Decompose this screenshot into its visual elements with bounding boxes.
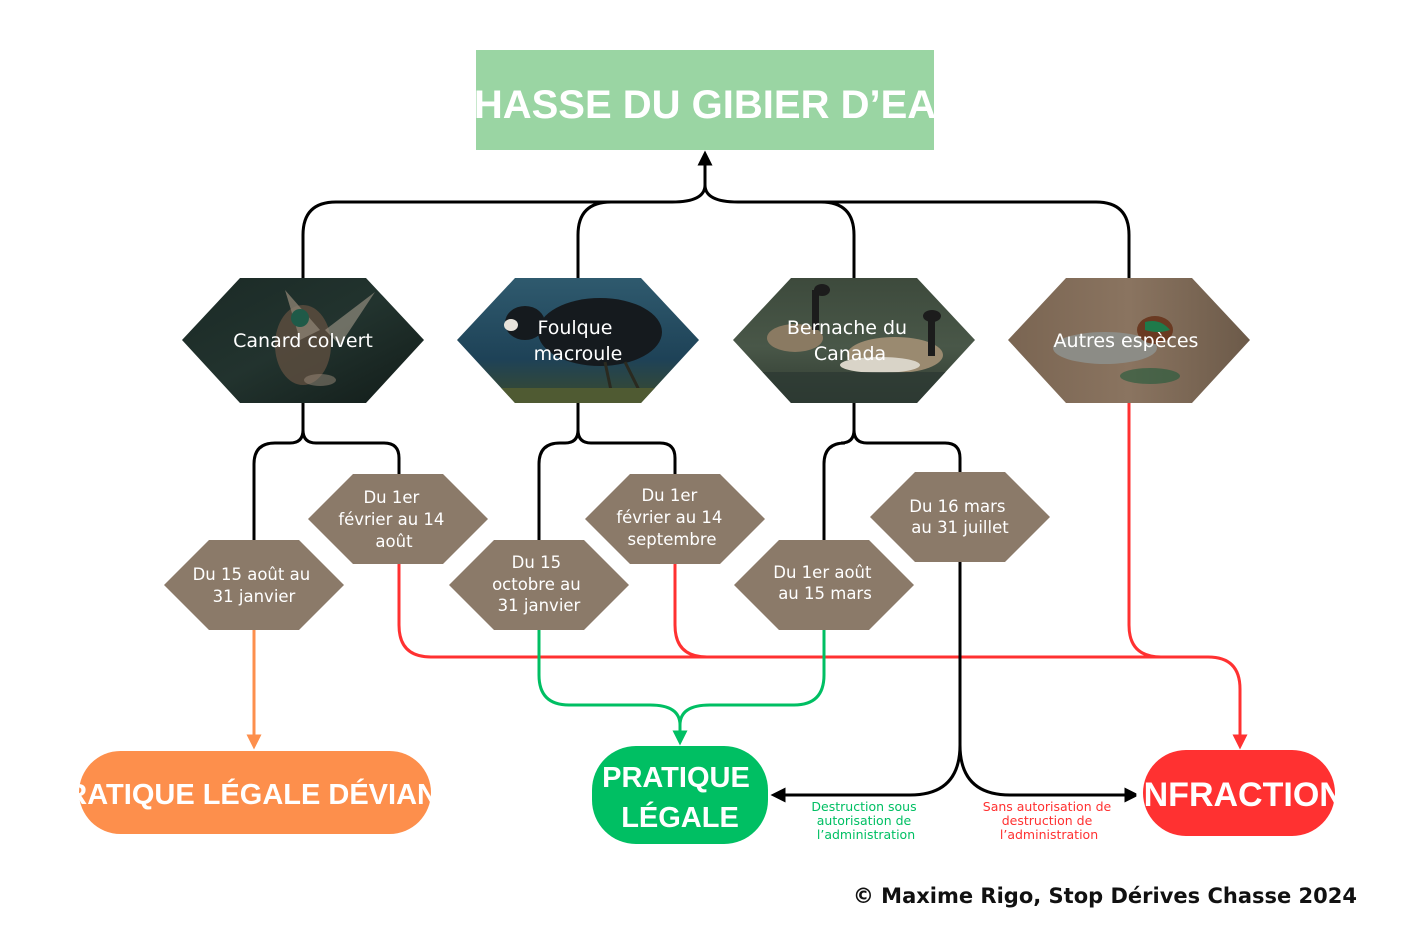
period-foulque-open-line-2: octobre au: [492, 575, 581, 594]
species-bernache-label: Bernache du Canada: [787, 317, 913, 365]
period-bernache-open-shape: [734, 540, 914, 630]
title-banner: CHASSE DU GIBIER D’EAU: [445, 50, 965, 150]
period-foulque-closed-shape: [585, 474, 765, 564]
connector-colvert-split: [252, 403, 305, 540]
connector-bernache-legal: [678, 630, 826, 726]
note-with-authorization-line-1: Destruction sous: [811, 799, 916, 814]
species-foulque-line-1: Foulque: [537, 317, 612, 339]
period-colvert-open-shape: [164, 540, 344, 630]
outcome-infraction: INFRACTION: [1134, 750, 1344, 836]
species-foulque: [457, 278, 699, 403]
connector-bernache-closed-infraction: [958, 744, 1140, 803]
note-without-authorization-line-1: Sans autorisation de: [983, 799, 1112, 814]
outcome-legal-shape: [592, 746, 768, 844]
outcome-infraction-label: INFRACTION: [1134, 776, 1344, 814]
outcome-legal-line-2: LÉGALE: [621, 800, 739, 834]
period-colvert-open-label: Du 15 août au 31 janvier: [193, 565, 316, 606]
connector-bernache-title: [703, 184, 856, 278]
period-colvert-closed-label: Du 1er février au 14 août: [338, 488, 449, 551]
goose-photo-icon: [733, 278, 975, 403]
species-colvert-label: Canard colvert: [233, 330, 373, 352]
period-hexagons: [164, 472, 1050, 630]
species-bernache-line-1: Bernache du: [787, 317, 907, 339]
connector-foulque-split: [537, 403, 580, 540]
species-bernache-line-2: Canada: [814, 343, 886, 365]
mallard-photo-icon: [182, 278, 424, 403]
note-with-authorization: Destruction sous autorisation de l’admin…: [811, 799, 920, 842]
coot-photo-icon: [457, 278, 699, 403]
period-foulque-open-line-3: 31 janvier: [498, 596, 581, 615]
note-with-authorization-line-2: autorisation de: [817, 813, 912, 828]
connectors-top: [301, 150, 1131, 278]
connector-foulque-infraction: [673, 564, 708, 659]
outcome-legal-line-1: PRATIQUE: [602, 762, 750, 794]
connector-autres-infraction: [1127, 403, 1162, 659]
species-autres-line-1: Autres espèces: [1054, 330, 1199, 352]
period-bernache-open-line-1: Du 1er août: [773, 563, 872, 582]
connector-autres-title: [738, 200, 1131, 278]
outcome-infraction-shape: [1143, 750, 1335, 836]
period-bernache-open-label: Du 1er août au 15 mars: [773, 563, 876, 603]
species-foulque-line-2: macroule: [534, 343, 623, 365]
period-foulque-closed-line-3: septembre: [628, 530, 717, 549]
connectors-outcomes: [246, 403, 1248, 803]
connectors-species-periods: [252, 403, 962, 540]
connector-foulque-title: [576, 200, 672, 278]
title-banner-fill: [476, 50, 934, 150]
outcome-deviant-shape: [79, 751, 431, 834]
period-foulque-closed-line-1: Du 1er: [641, 486, 697, 505]
period-foulque-closed-label: Du 1er février au 14 septembre: [616, 486, 727, 549]
connector-colvert-split-right: [301, 429, 401, 474]
period-colvert-closed-shape: [308, 474, 488, 564]
connector-bernache-split-right: [852, 429, 962, 474]
note-without-authorization-text: Sans autorisation de destruction de l’ad…: [983, 799, 1115, 842]
note-without-authorization-line-2: destruction de: [1002, 813, 1093, 828]
connector-colvert-title: [301, 150, 713, 278]
period-colvert-closed-line-2: février au 14: [338, 510, 444, 529]
period-colvert-open-line-1: Du 15 août au: [193, 565, 311, 584]
period-bernache-closed-line-2: au 31 juillet: [911, 518, 1009, 537]
species-foulque-label: Foulque macroule: [534, 317, 623, 365]
teal-photo-icon: [1008, 278, 1250, 403]
period-bernache-closed-label: Du 16 mars au 31 juillet: [909, 497, 1010, 537]
period-bernache-closed-line-1: Du 16 mars: [909, 497, 1005, 516]
period-colvert-closed-line-1: Du 1er: [363, 488, 419, 507]
species-colvert: [182, 278, 424, 403]
note-with-authorization-text: Destruction sous autorisation de l’admin…: [811, 799, 920, 842]
period-labels: Du 15 août au 31 janvier Du 1er février …: [193, 486, 1010, 615]
connector-foulque-split-right: [576, 429, 677, 474]
period-foulque-open-line-1: Du 15: [512, 553, 561, 572]
period-foulque-closed-line-2: février au 14: [616, 508, 722, 527]
note-with-authorization-line-3: l’administration: [817, 827, 915, 842]
period-foulque-open-shape: [449, 540, 629, 630]
note-without-authorization-line-3: l’administration: [1000, 827, 1098, 842]
species-colvert-line-1: Canard colvert: [233, 330, 373, 352]
note-without-authorization: Sans autorisation de destruction de l’ad…: [983, 799, 1115, 842]
period-colvert-closed-line-3: août: [375, 532, 413, 551]
species-labels: Canard colvert Foulque macroule Bernache…: [233, 317, 1198, 365]
connector-colvert-infraction: [397, 564, 1248, 750]
period-bernache-closed-shape: [870, 472, 1050, 562]
species-autres: [1008, 278, 1250, 403]
species-autres-label: Autres espèces: [1054, 330, 1199, 352]
credit-text: © Maxime Rigo, Stop Dérives Chasse 2024: [853, 884, 1357, 908]
species-bernache: [733, 278, 975, 403]
outcome-legal: PRATIQUE LÉGALE: [592, 746, 768, 844]
outcome-deviant-label: PRATIQUE LÉGALE DÉVIANTE: [47, 777, 475, 811]
connector-foulque-legal: [537, 630, 688, 746]
period-colvert-open-line-2: 31 janvier: [213, 587, 296, 606]
outcome-legal-label: PRATIQUE LÉGALE: [602, 762, 758, 834]
connector-bernache-split: [822, 403, 856, 540]
title-text: CHASSE DU GIBIER D’EAU: [445, 83, 965, 127]
period-bernache-open-line-2: au 15 mars: [778, 584, 872, 603]
period-foulque-open-label: Du 15 octobre au 31 janvier: [492, 553, 586, 615]
outcome-deviant: PRATIQUE LÉGALE DÉVIANTE: [47, 751, 475, 834]
